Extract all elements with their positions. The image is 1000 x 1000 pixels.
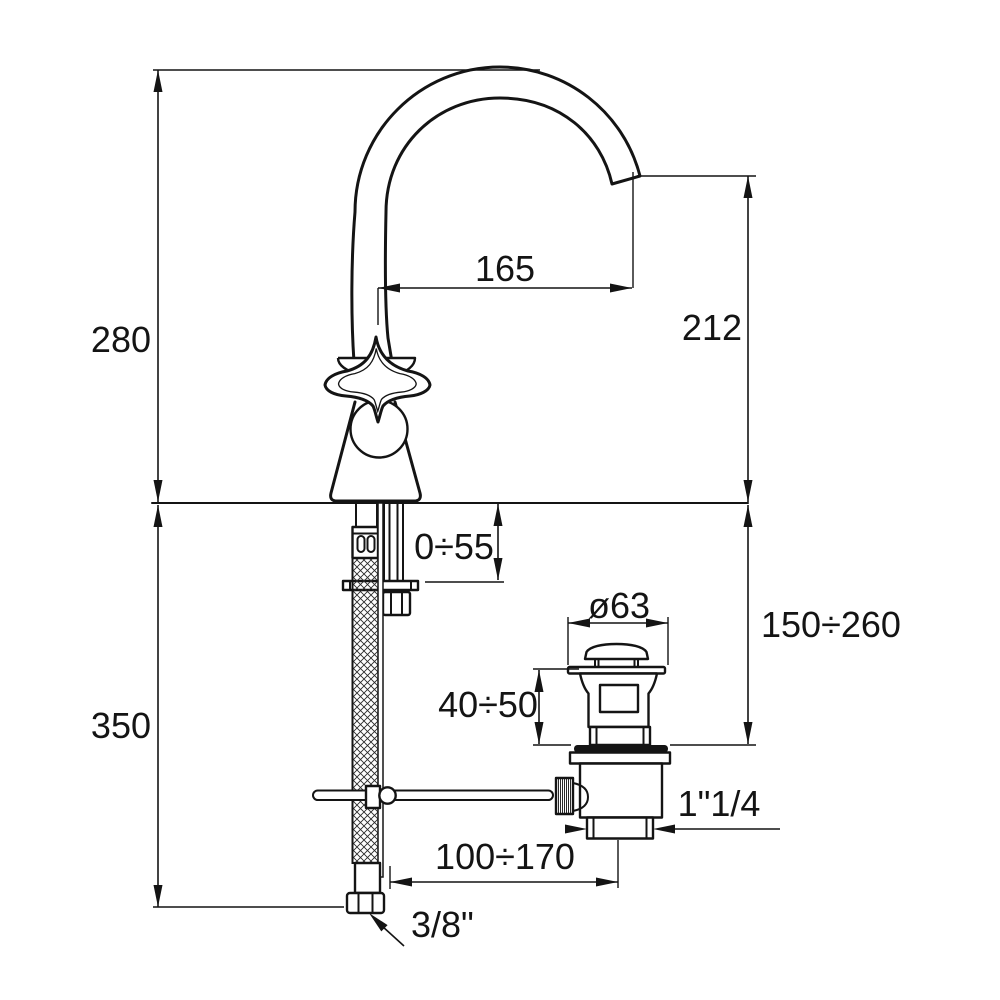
faucet [323, 65, 642, 503]
dim-350-label: 350 [91, 705, 151, 746]
rod-pivot-ball [378, 786, 397, 805]
supply-hose-braided [351, 557, 381, 864]
hose-hex-nut [345, 891, 386, 915]
under-deck-assembly [312, 502, 554, 915]
waste-body [578, 762, 664, 819]
dim-depth-350: 350 [91, 505, 344, 908]
dim-rod-100-170: 100÷170 [389, 836, 618, 889]
waste-cap-neck [594, 658, 639, 668]
rod-clevis [364, 784, 382, 810]
dim-1-1-4-label: 1"1/4 [678, 783, 761, 824]
dim-outlet-height-212: 212 [637, 175, 756, 502]
dim-150-260-label: 150÷260 [761, 604, 901, 645]
dim-280-label: 280 [91, 319, 151, 360]
overflow-window [598, 683, 640, 714]
dim-212-label: 212 [682, 307, 742, 348]
dim-height-280: 280 [91, 69, 540, 502]
adjuster-bulge [572, 782, 590, 812]
handle-star [323, 335, 432, 424]
dimensions: 280 350 165 212 [91, 69, 901, 947]
dim-40-50-label: 40÷50 [438, 684, 538, 725]
hose-ferrule [353, 861, 382, 895]
dim-thread-1-1-4: 1"1/4 [565, 783, 780, 834]
waste-flange [568, 751, 672, 765]
dim-thread-3-8: 3/8" [369, 904, 474, 947]
waste-lower-collar [588, 725, 652, 747]
dim-cap-diameter-63: ø63 [567, 585, 669, 665]
stud-nut [381, 590, 412, 617]
dim-165-label: 165 [475, 248, 535, 289]
pop-up-rod [312, 789, 554, 801]
dim-100-170-label: 100÷170 [435, 836, 575, 877]
dim-0-55-label: 0÷55 [414, 526, 494, 567]
dim-clamp-40-50: 40÷50 [438, 668, 579, 746]
dim-3-8-label: 3/8" [411, 904, 474, 945]
dim-reach-165: 165 [377, 172, 634, 325]
pop-up-waste-assembly [554, 642, 672, 888]
spout-gooseneck [350, 65, 642, 364]
dim-deck-thickness-0-55: 0÷55 [414, 504, 504, 583]
waste-tailpiece [585, 816, 655, 840]
dim-waste-height-150-260: 150÷260 [670, 505, 901, 746]
dim-63-label: ø63 [588, 585, 650, 626]
knurl-texture [558, 779, 571, 813]
waste-gasket [574, 745, 668, 753]
handle-star-inner-contour [337, 348, 417, 414]
threaded-stud [383, 502, 404, 582]
waste-cap [583, 642, 650, 661]
pull-rod [377, 502, 384, 878]
supply-pipe [355, 502, 378, 528]
